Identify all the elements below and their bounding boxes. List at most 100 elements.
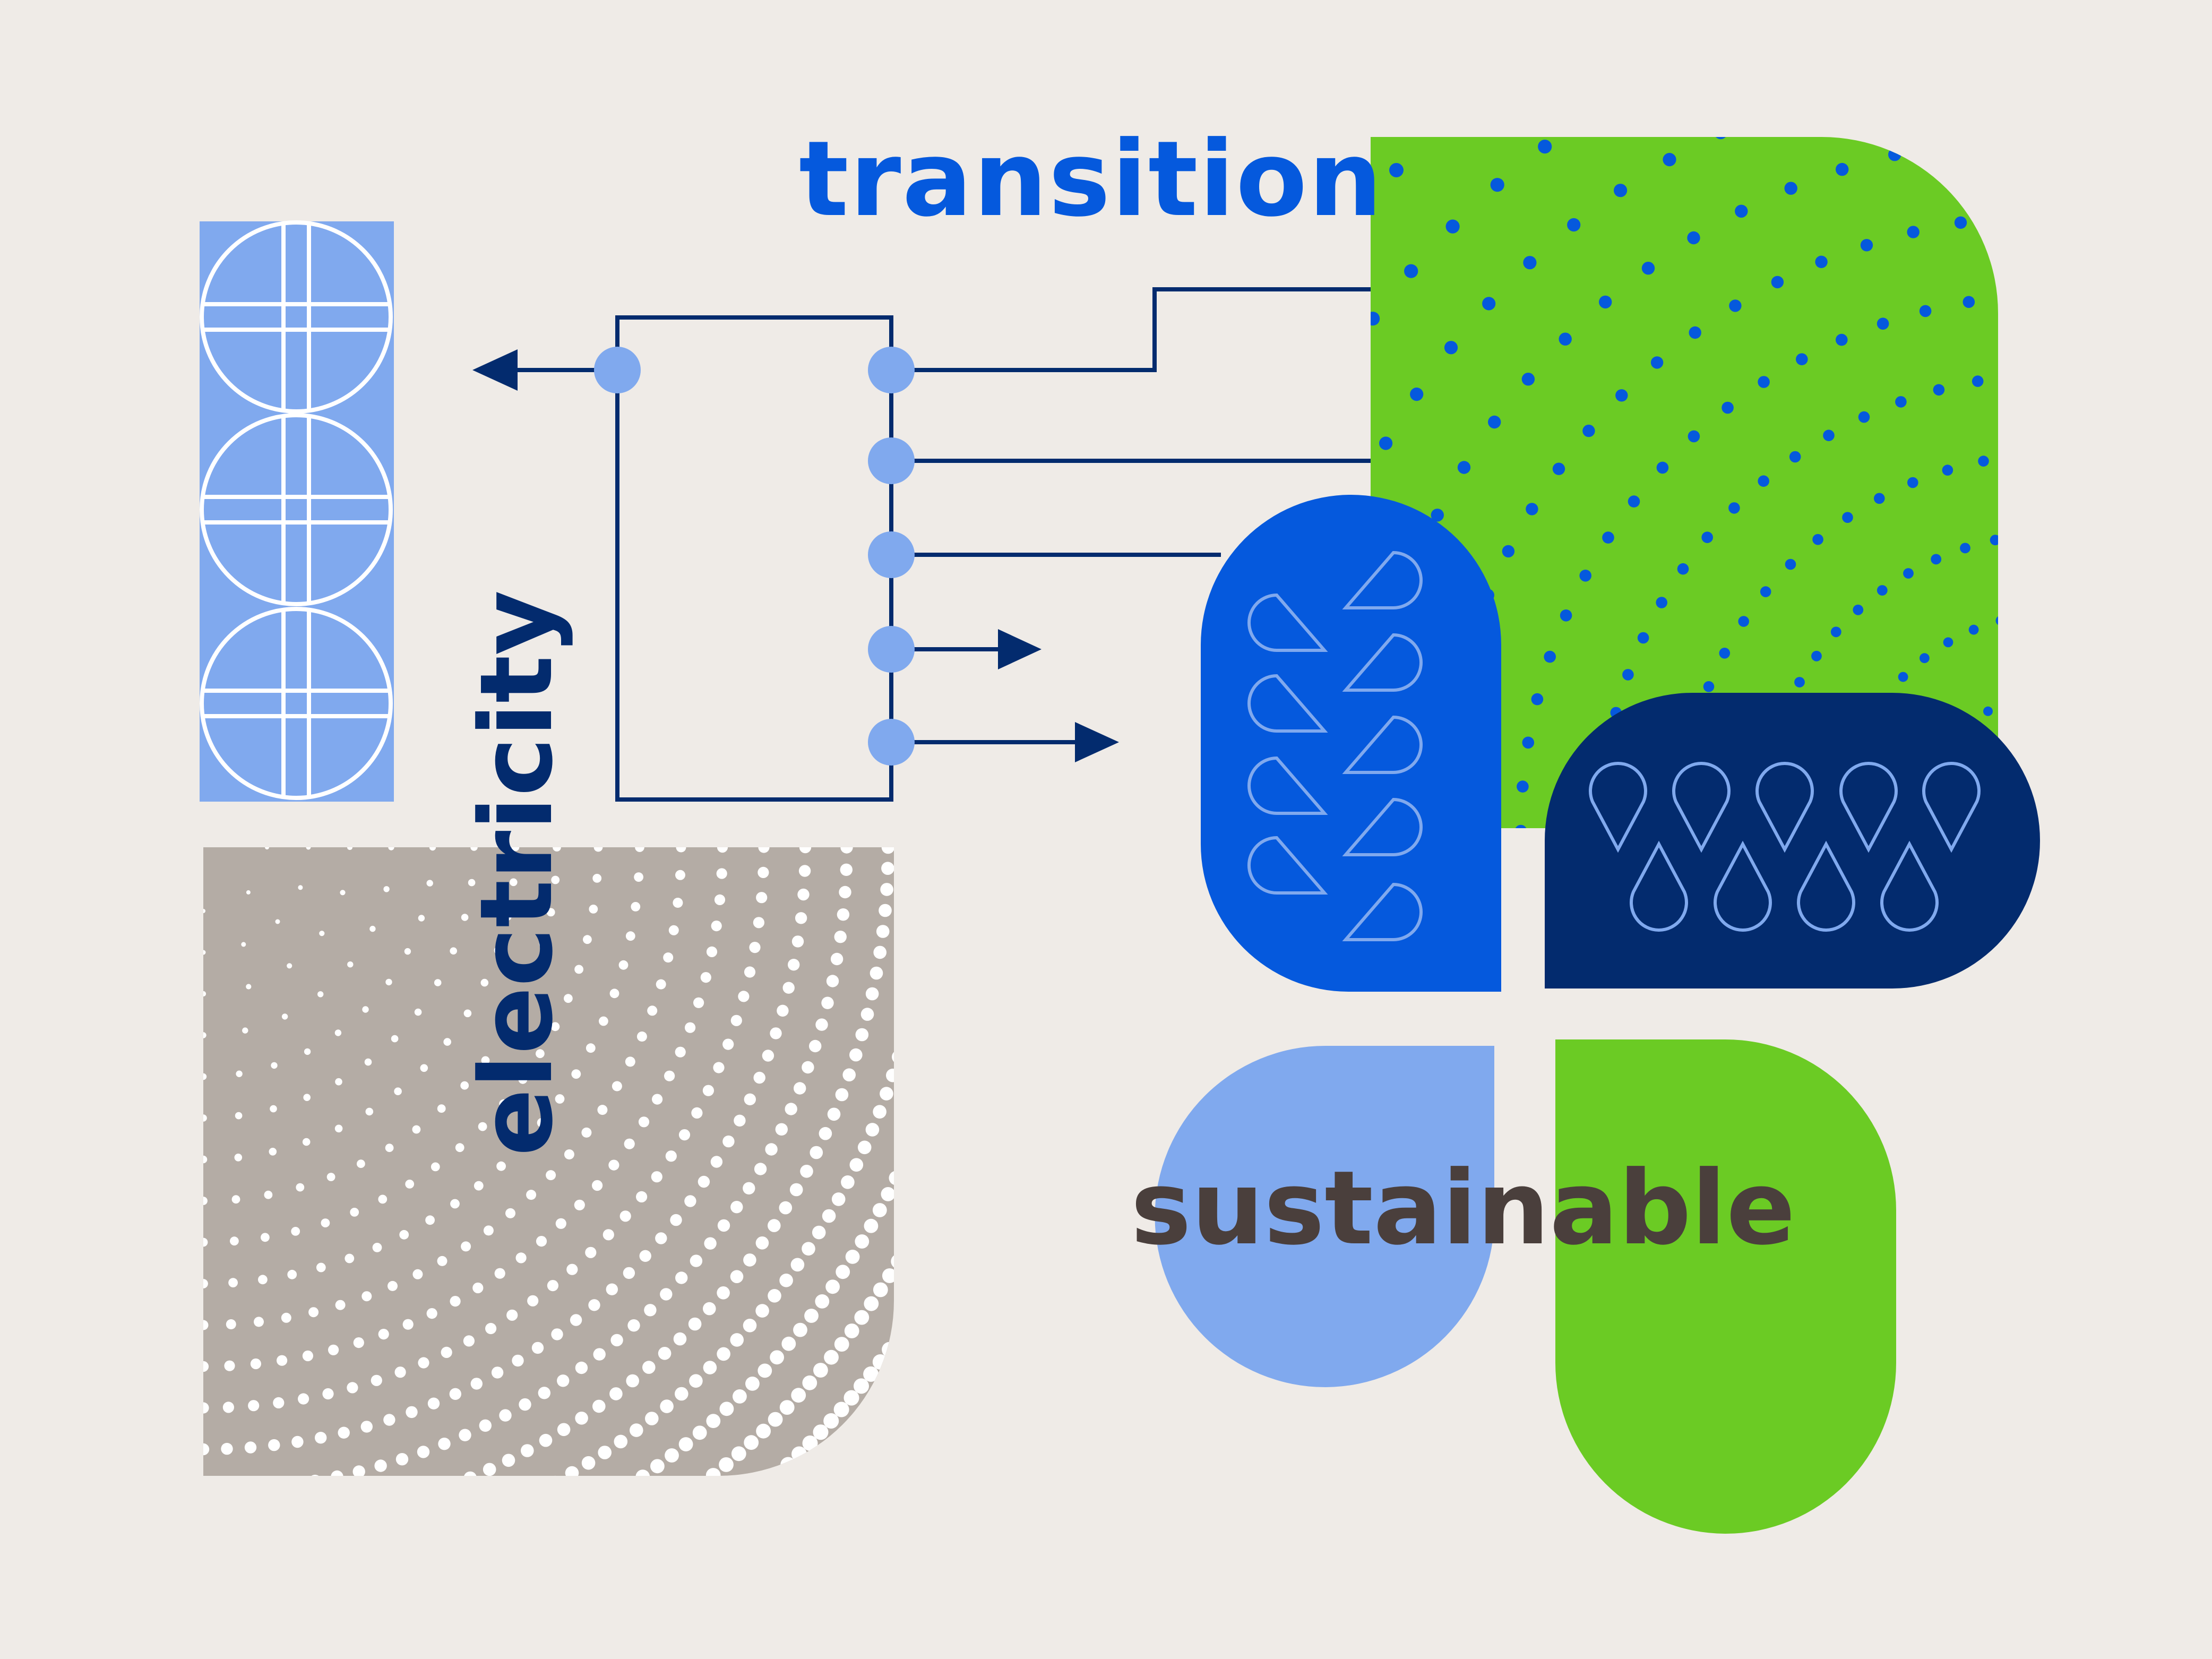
white-dot [675,1387,688,1401]
white-dot [744,1093,756,1105]
white-dot [777,1004,789,1017]
white-dot [470,847,478,851]
drop-icon [1247,593,1328,652]
white-dot [346,1635,360,1650]
white-dot [496,1635,512,1651]
white-dot [882,1268,894,1283]
white-dot [660,1552,675,1568]
drop-icon [1797,840,1855,932]
white-dot [524,1624,540,1639]
blue-dot [2028,690,2038,700]
white-dot [722,1507,738,1523]
blue-dot [1968,624,1979,635]
blue-dot [1438,117,1452,132]
white-dot [566,1605,582,1620]
blue-dot [1116,824,1130,838]
white-dot [478,1122,487,1131]
white-dot [857,1140,872,1155]
white-dot [490,1594,505,1609]
white-dot [1046,870,1061,886]
white-dot [350,1550,364,1564]
white-dot [394,1087,402,1095]
blue-dot [1302,264,1316,278]
white-dot [693,1479,708,1493]
white-dot [583,935,592,944]
white-dot [881,862,894,875]
white-dot [703,1302,716,1316]
white-dot [224,1360,235,1371]
white-dot [502,1454,515,1467]
white-dot [248,1400,260,1412]
blue-dot [1115,255,1131,270]
white-dot [678,1129,691,1141]
white-dot [928,1071,943,1085]
white-dot [521,1581,536,1596]
white-dot [304,1048,311,1055]
white-dot [268,1439,280,1451]
white-dot [539,1618,554,1633]
white-dot [956,1119,970,1133]
blue-dot [1954,216,1967,229]
white-dot [1005,857,1020,872]
white-dot [915,1210,930,1225]
white-dot [281,1013,288,1020]
white-dot [302,1350,314,1362]
blue-dot [1615,389,1628,402]
blue-dot [1137,625,1151,639]
white-dot [222,1402,234,1413]
white-dot [800,1165,813,1178]
white-dot [383,886,390,892]
white-dot [802,1242,815,1256]
white-dot [317,991,324,998]
white-dot [812,1225,826,1240]
blue-dot [1545,38,1559,52]
white-dot [431,1162,440,1172]
white-dot [639,1250,651,1262]
water-drop-pattern-icon [1201,495,1501,992]
white-dot [821,996,834,1009]
white-dot [823,1413,839,1429]
white-dot [515,1252,527,1263]
blue-dot [2051,289,2063,301]
white-dot [475,1600,489,1614]
drop-icon [1880,840,1939,932]
white-dot [271,1062,278,1069]
white-dot [360,1421,373,1433]
white-dot [203,1443,210,1456]
white-dot [234,1154,243,1162]
blue-dot [1490,76,1504,90]
white-dot [235,1112,243,1120]
blue-dot [1622,669,1634,681]
white-dot [536,1574,551,1589]
white-dot [467,1646,483,1659]
drop-icon [1247,674,1328,733]
blue-dot [1729,299,1742,312]
white-dot [335,1078,342,1086]
blue-dot [2052,449,2063,460]
white-dot [444,1567,458,1581]
white-dot [734,1114,746,1127]
word-transition: transition [799,119,1383,240]
white-dot [450,1296,461,1307]
white-dot [218,1525,231,1538]
white-dot [758,1478,773,1493]
drop-icon [1714,840,1772,932]
white-dot [500,1029,509,1038]
white-dot [551,1567,566,1581]
white-dot [331,1554,345,1568]
white-dot [515,1001,524,1009]
white-dot [804,1309,819,1323]
white-dot [250,1606,264,1620]
white-dot [624,1526,639,1541]
white-dot [917,1105,931,1119]
white-dot [956,948,970,962]
white-dot [754,1163,767,1175]
white-dot [557,1374,570,1387]
white-dot [967,1197,983,1212]
white-dot [491,1366,504,1379]
white-dot [472,1282,484,1294]
white-dot [588,1299,600,1311]
white-dot [315,1432,327,1444]
blue-dot [1995,615,1998,626]
blue-dot [1943,637,1953,648]
